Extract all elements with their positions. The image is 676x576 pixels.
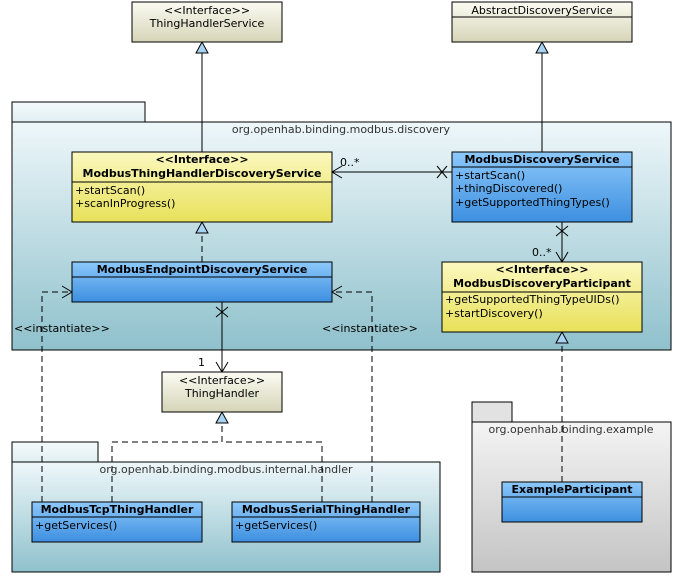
stereotype-label: <<Interface>> bbox=[179, 374, 265, 387]
class-name: ModbusTcpThingHandler bbox=[41, 503, 194, 516]
method-start-scan: +startScan() bbox=[75, 184, 145, 197]
method-thing-discovered: +thingDiscovered() bbox=[455, 182, 562, 195]
multiplicity-label: 0..* bbox=[340, 156, 360, 169]
method-get-services: +getServices() bbox=[35, 519, 117, 532]
generalization-arrowheads bbox=[195, 40, 569, 424]
class-modbus-serial-thing-handler: ModbusSerialThingHandler +getServices() bbox=[231, 501, 421, 543]
instantiate-dependency-left bbox=[41, 291, 72, 502]
method-scan-in-progress: +scanInProgress() bbox=[75, 197, 175, 210]
package-discovery-label: org.openhab.binding.modbus.discovery bbox=[232, 123, 451, 136]
class-modbus-thing-handler-discovery-service: <<Interface>> ModbusThingHandlerDiscover… bbox=[71, 151, 333, 223]
class-thing-handler-service: <<Interface>> ThingHandlerService bbox=[131, 1, 283, 43]
class-modbus-endpoint-discovery-service: ModbusEndpointDiscoveryService bbox=[71, 261, 333, 303]
package-internal-handler-label: org.openhab.binding.modbus.internal.hand… bbox=[99, 463, 352, 476]
stereotype-label: <<Interface>> bbox=[155, 153, 248, 166]
class-name: ModbusEndpointDiscoveryService bbox=[97, 263, 308, 276]
non-navigable-x bbox=[436, 165, 448, 179]
method-get-services: +getServices() bbox=[235, 519, 317, 532]
realization-line bbox=[222, 441, 323, 502]
class-name: ThingHandlerService bbox=[149, 17, 265, 30]
class-name: ModbusSerialThingHandler bbox=[242, 503, 411, 516]
non-navigable-x bbox=[555, 225, 569, 237]
class-modbus-discovery-service: ModbusDiscoveryService +startScan() +thi… bbox=[451, 151, 633, 223]
class-thing-handler: <<Interface>> ThingHandler bbox=[161, 371, 283, 413]
class-name: AbstractDiscoveryService bbox=[471, 4, 612, 17]
triangle-arrowhead bbox=[215, 410, 229, 424]
class-example-participant: ExampleParticipant bbox=[501, 481, 643, 523]
class-name: ModbusDiscoveryParticipant bbox=[453, 277, 631, 290]
method-start-scan: +startScan() bbox=[455, 169, 525, 182]
multiplicity-label: 0..* bbox=[532, 246, 552, 259]
class-name: ModbusDiscoveryService bbox=[464, 153, 619, 166]
stereotype-label: <<Interface>> bbox=[164, 4, 250, 17]
method-get-supported-thing-type-uids: +getSupportedThingTypeUIDs() bbox=[445, 293, 620, 306]
triangle-arrowhead bbox=[535, 40, 549, 54]
triangle-arrowhead bbox=[195, 40, 209, 54]
relationships bbox=[41, 52, 569, 502]
class-abstract-discovery-service: AbstractDiscoveryService bbox=[451, 1, 633, 43]
class-modbus-tcp-thing-handler: ModbusTcpThingHandler +getServices() bbox=[31, 501, 203, 543]
class-name: ThingHandler bbox=[184, 387, 259, 400]
class-name: ExampleParticipant bbox=[512, 483, 633, 496]
instantiate-label-right: <<instantiate>> bbox=[322, 322, 418, 335]
class-modbus-discovery-participant: <<Interface>> ModbusDiscoveryParticipant… bbox=[441, 261, 643, 333]
triangle-arrowhead bbox=[195, 220, 209, 234]
multiplicity-label: 1 bbox=[198, 356, 205, 369]
class-name: ModbusThingHandlerDiscoveryService bbox=[83, 167, 322, 180]
method-get-supported-thing-types: +getSupportedThingTypes() bbox=[455, 196, 610, 209]
realization-line bbox=[111, 422, 223, 502]
triangle-arrowhead bbox=[555, 330, 569, 344]
instantiate-label-left: <<instantiate>> bbox=[14, 322, 110, 335]
method-start-discovery: +startDiscovery() bbox=[445, 307, 543, 320]
non-navigable-x bbox=[215, 306, 229, 318]
instantiate-dependency-right bbox=[332, 291, 373, 502]
stereotype-label: <<Interface>> bbox=[495, 263, 588, 276]
package-example-label: org.openhab.binding.example bbox=[488, 423, 653, 436]
